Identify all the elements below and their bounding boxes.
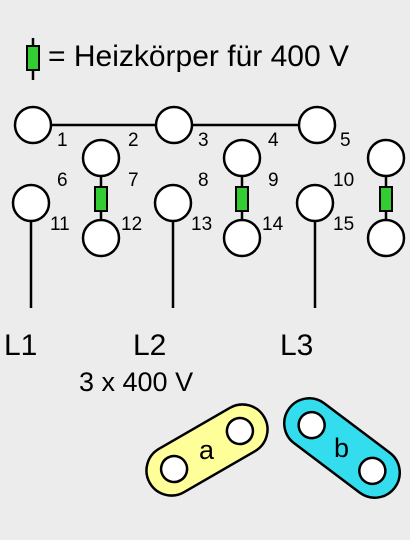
legend: = Heizkörper für 400 V — [26, 38, 349, 80]
terminal-9 — [222, 138, 262, 178]
phase-l2: L2 — [133, 329, 166, 362]
terminal-12 — [81, 218, 121, 258]
heating-element-1 — [94, 186, 108, 212]
label-9: 9 — [268, 170, 279, 191]
label-15: 15 — [333, 214, 354, 235]
terminal-11 — [11, 183, 51, 223]
label-8: 8 — [198, 170, 209, 191]
bridge-b[interactable]: b — [274, 388, 410, 507]
terminal-15 — [366, 218, 406, 258]
heating-element-2 — [235, 186, 249, 212]
phase-l3: L3 — [280, 329, 313, 362]
terminal-15-phase — [295, 183, 335, 223]
legend-resistor-icon — [26, 45, 40, 71]
terminal-13 — [153, 183, 193, 223]
bridge-b-hole-left — [297, 410, 326, 440]
label-5: 5 — [340, 130, 351, 151]
label-2: 2 — [128, 130, 139, 151]
bridge-a-label: a — [199, 435, 215, 465]
terminal-1 — [13, 105, 53, 145]
bridge-a-hole-left — [159, 454, 189, 484]
legend-text: = Heizkörper für 400 V — [48, 40, 349, 73]
label-14: 14 — [262, 214, 284, 235]
label-13: 13 — [191, 214, 212, 235]
label-6: 6 — [57, 170, 68, 191]
heating-element-3 — [379, 186, 393, 212]
terminal-7 — [81, 138, 121, 178]
bridge-b-label: b — [334, 433, 349, 463]
label-1: 1 — [57, 130, 68, 151]
terminal-3 — [154, 105, 194, 145]
bridge-b-hole-right — [358, 456, 387, 486]
phase-l1: L1 — [4, 329, 37, 362]
supply-voltage: 3 x 400 V — [79, 367, 193, 397]
label-3: 3 — [198, 130, 209, 151]
terminal-10 — [366, 138, 406, 178]
label-10: 10 — [333, 170, 354, 191]
terminal-14 — [222, 218, 262, 258]
label-7: 7 — [128, 170, 139, 191]
bridge-a[interactable]: a — [137, 395, 276, 504]
bridge-a-hole-right — [225, 416, 255, 446]
label-12: 12 — [121, 214, 142, 235]
label-4: 4 — [268, 130, 279, 151]
terminal-5 — [297, 105, 337, 145]
label-11: 11 — [50, 214, 70, 235]
